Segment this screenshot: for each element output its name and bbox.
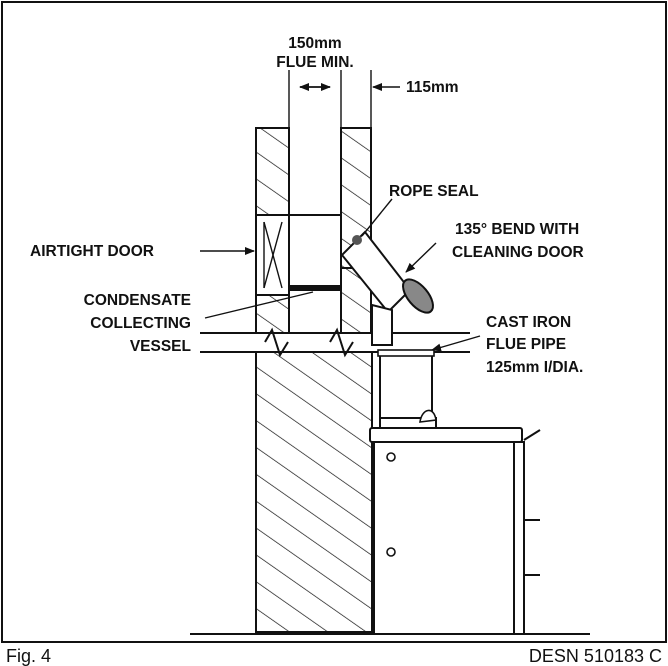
flue-min-label-bottom: FLUE MIN. xyxy=(276,54,354,71)
pipe-label-line3: 125mm I/DIA. xyxy=(486,359,583,376)
flue-min-label-top: 150mm xyxy=(288,35,341,52)
rope-seal-label: ROPE SEAL xyxy=(389,183,479,200)
condensate-label-line2: COLLECTING xyxy=(90,315,191,332)
chimney-wall xyxy=(255,127,373,633)
stove-control-bottom xyxy=(386,547,396,557)
condensate-label-line1: CONDENSATE xyxy=(84,292,191,309)
pipe-label-line1: CAST IRON xyxy=(486,314,571,331)
drawing-reference: DESN 510183 C xyxy=(529,646,662,666)
diagram-frame xyxy=(1,1,667,643)
figure-caption: Fig. 4 xyxy=(6,646,51,666)
flue-pipe xyxy=(379,351,433,423)
offset-label: 115mm xyxy=(406,79,459,96)
condensate-label-line3: VESSEL xyxy=(130,338,191,355)
cleaning-door xyxy=(402,278,434,314)
stove xyxy=(369,409,541,635)
pipe-label-line2: FLUE PIPE xyxy=(486,336,566,353)
condensate-vessel xyxy=(289,285,341,291)
stove-control-top xyxy=(386,452,396,462)
rope-seal xyxy=(352,235,362,245)
airtight-door xyxy=(255,214,290,296)
bend-pipe xyxy=(340,230,434,346)
leader-lines xyxy=(200,198,481,352)
flue-cavity xyxy=(288,214,342,291)
bend-label-line2: CLEANING DOOR xyxy=(452,244,584,261)
bend-label-line1: 135° BEND WITH xyxy=(455,221,579,238)
airtight-door-label: AIRTIGHT DOOR xyxy=(30,243,154,260)
dimension-lines xyxy=(288,70,400,128)
